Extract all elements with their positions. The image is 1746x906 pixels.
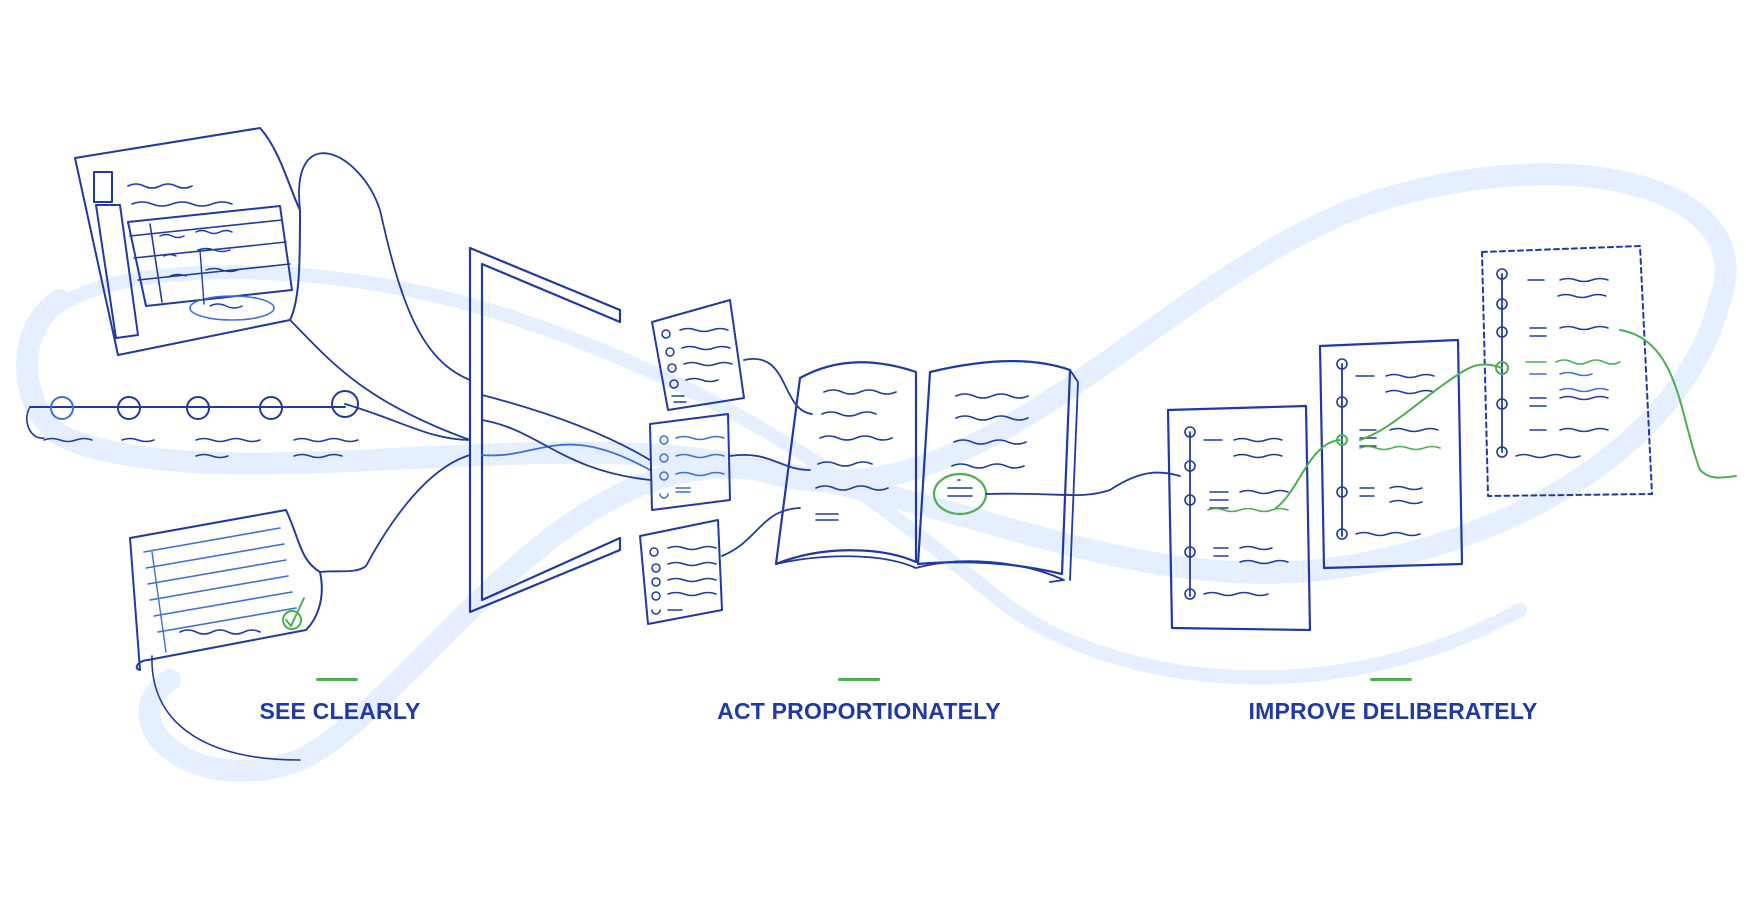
stepped-document-icon <box>1320 340 1462 568</box>
stage-label-improve: IMPROVE DELIBERATELY <box>1248 698 1538 724</box>
stepped-document-icon <box>1168 406 1310 630</box>
dashed-document-icon <box>1482 246 1652 496</box>
timeline-icon <box>27 391 358 458</box>
checklist-card-icon <box>650 414 730 510</box>
infinity-halo <box>27 174 1725 771</box>
stage-label-see: SEE CLEARLY <box>259 698 421 724</box>
stage-marker-improve <box>1370 678 1412 681</box>
open-book-icon <box>776 361 1078 582</box>
checklist-card-icon <box>652 300 744 410</box>
improvement-trend-line <box>1276 330 1736 508</box>
funnel-frame-icon <box>470 248 620 612</box>
connectors-middle <box>722 359 812 556</box>
stage-marker-see <box>316 678 358 681</box>
checked-document-icon <box>130 510 322 670</box>
connector-to-improve <box>986 473 1180 496</box>
stage-label-act: ACT PROPORTIONATELY <box>717 698 1001 724</box>
checklist-card-icon <box>640 520 722 624</box>
table-document-icon <box>75 128 300 355</box>
connectors-left <box>152 153 650 760</box>
stage-marker-act <box>838 678 880 681</box>
